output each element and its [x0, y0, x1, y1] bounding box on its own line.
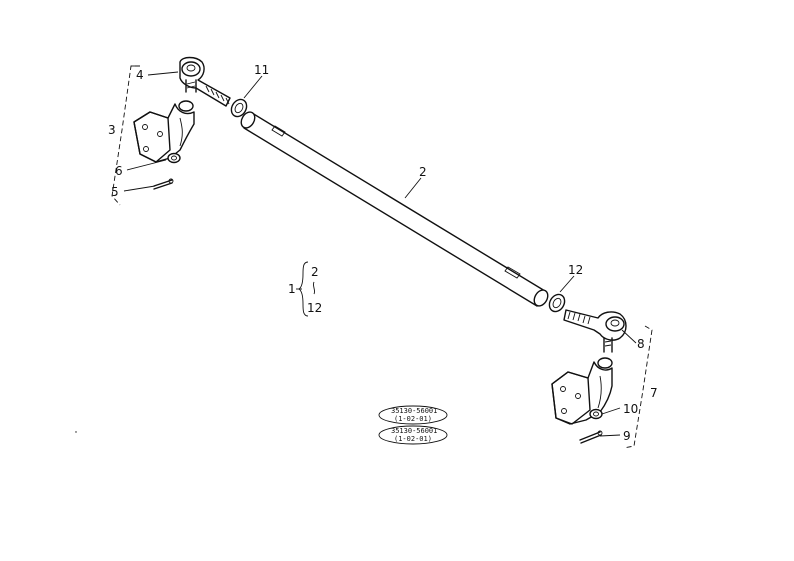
bracket-group-left	[111, 65, 140, 206]
tie-rod-end-right	[563, 309, 627, 353]
leader-lines	[123, 71, 637, 437]
callout-2: 2	[419, 165, 427, 179]
tie-rod-tube	[240, 111, 549, 307]
callout-9: 9	[623, 429, 631, 443]
tie-rod-end-left	[179, 56, 231, 107]
lock-nut-right	[548, 293, 566, 313]
lock-nut-left	[230, 98, 248, 118]
cotter-pin-left	[153, 178, 174, 190]
bracket-group-right	[623, 325, 653, 449]
callout-12: 12	[568, 263, 583, 277]
group-label-bottom: 12	[307, 301, 322, 315]
speck	[75, 431, 77, 433]
knuckle-arm-left	[133, 100, 195, 164]
callout-3: 3	[108, 123, 116, 137]
callout-10: 10	[623, 402, 638, 416]
serial-stamp-2-line2: (1-02-01)	[394, 435, 432, 443]
callout-11: 11	[254, 63, 269, 77]
serial-stamp-1-line1: 35130-56001	[391, 407, 437, 415]
cotter-pin-right	[579, 430, 603, 444]
assembly-group-key: 1 2 12	[288, 261, 322, 317]
serial-stamp-2: 35130-56001 (1-02-01)	[378, 425, 448, 445]
callout-8: 8	[637, 337, 645, 351]
group-label-top: 2	[311, 265, 319, 279]
callout-7: 7	[650, 386, 658, 400]
callout-5: 5	[111, 185, 119, 199]
serial-stamp-1-line2: (1-02-01)	[394, 415, 432, 423]
serial-stamp-1: 35130-56001 (1-02-01)	[378, 405, 448, 425]
group-label-1: 1	[288, 282, 296, 296]
callout-6: 6	[115, 164, 123, 178]
callout-4: 4	[136, 68, 144, 82]
serial-stamp-2-line1: 35130-56001	[391, 427, 437, 435]
